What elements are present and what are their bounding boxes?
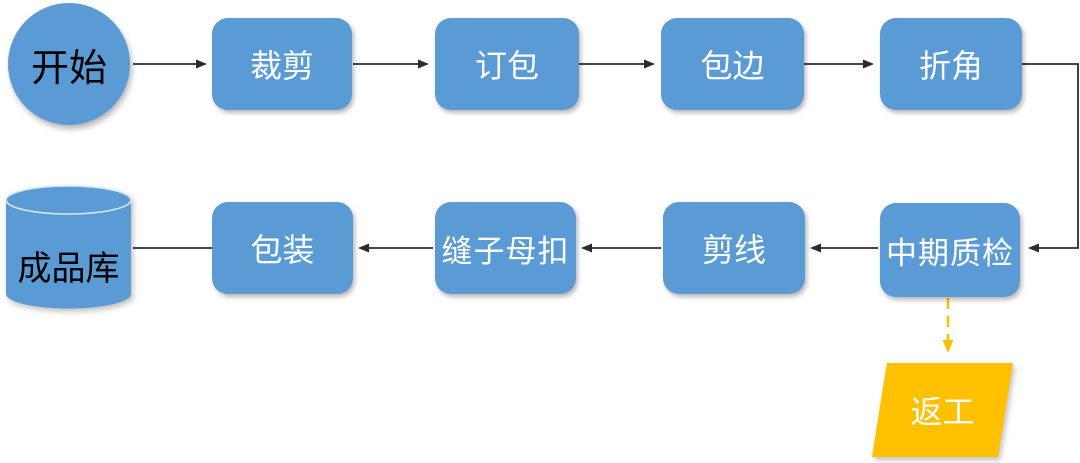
node-mid-inspection-label: 中期质检 [886,235,1014,271]
node-bag-stitching[interactable]: 订包 [435,18,579,110]
node-start[interactable]: 开始 [8,3,130,125]
node-rework-label: 返工 [910,394,975,430]
node-rework[interactable]: 返工 [872,363,1013,457]
node-cutting-label: 裁剪 [249,48,314,84]
node-edge-binding-label: 包边 [700,48,765,84]
edge-corner-folding-to-mid-inspection [1022,63,1079,253]
node-corner-folding-label: 折角 [918,48,983,84]
cylinder-shape [5,185,132,309]
node-cutting[interactable]: 裁剪 [212,18,352,110]
node-edge-binding[interactable]: 包边 [661,18,804,110]
node-snap-sewing-label: 缝子母扣 [441,233,570,269]
node-finished-store-label: 成品库 [17,250,120,288]
node-packing[interactable]: 包装 [212,202,353,294]
node-corner-folding[interactable]: 折角 [880,18,1022,110]
node-finished-store[interactable]: 成品库 [5,185,132,310]
parallelogram-shape: 返工 [872,363,1013,457]
node-thread-trimming-label: 剪线 [701,232,766,268]
node-packing-label: 包装 [250,232,315,268]
node-mid-inspection[interactable]: 中期质检 [880,203,1020,297]
node-thread-trimming[interactable]: 剪线 [663,202,805,294]
node-start-label: 开始 [30,47,107,90]
node-bag-stitching-label: 订包 [474,48,539,84]
node-snap-sewing[interactable]: 缝子母扣 [435,202,576,294]
